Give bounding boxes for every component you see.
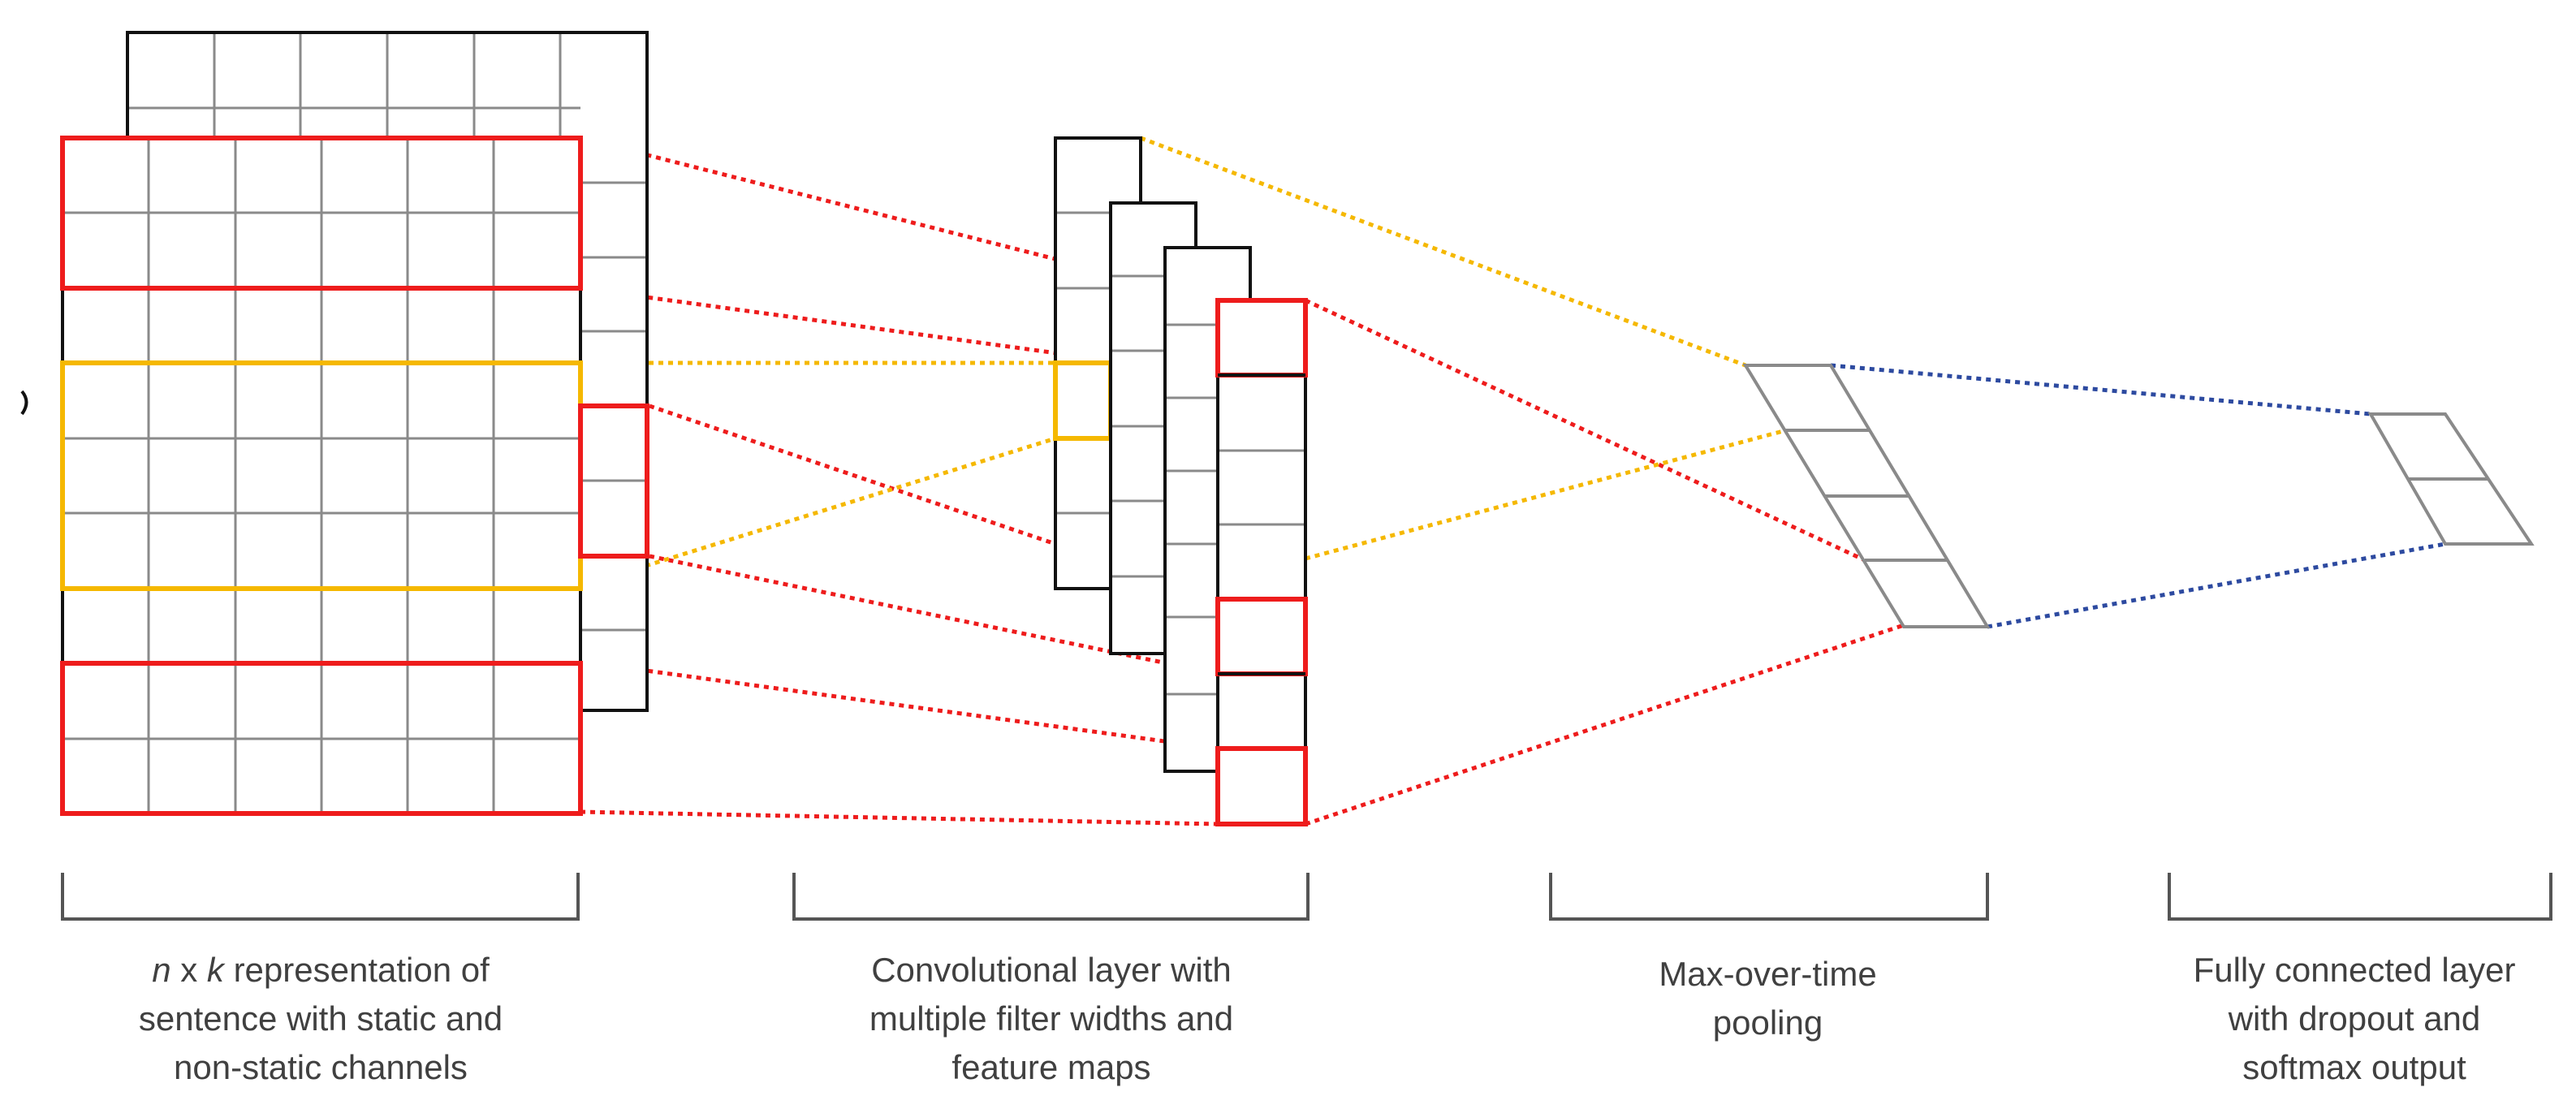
output-vector xyxy=(2367,412,2535,546)
red-filter-top xyxy=(60,136,583,291)
caption-conv: Convolutional layer with multiple filter… xyxy=(804,946,1299,1092)
bracket-pool xyxy=(1549,873,1989,921)
caption-conv-line-2: multiple filter widths and xyxy=(869,999,1234,1038)
bracket-input xyxy=(61,873,580,921)
connection-lines xyxy=(580,136,2446,826)
front-channel-grid xyxy=(61,136,582,815)
caption-pool-line-2: pooling xyxy=(1712,1003,1823,1042)
feature-map-4 xyxy=(1215,298,1308,826)
red-filter-back xyxy=(578,403,649,559)
red-filter-bottom xyxy=(60,661,583,816)
pooling-vector xyxy=(1742,364,1991,628)
caption-fc-line-3: softmax output xyxy=(2242,1048,2466,1086)
caption-conv-line-1: Convolutional layer with xyxy=(871,951,1232,989)
caption-conv-line-3: feature maps xyxy=(951,1048,1151,1086)
caption-input-line-3: non-static channels xyxy=(174,1048,468,1086)
red-link xyxy=(1305,623,1905,826)
bracket-conv xyxy=(792,873,1310,921)
yellow-link xyxy=(580,436,1056,589)
bracket-fc xyxy=(2168,873,2552,921)
caption-input: n x k representation of sentence with st… xyxy=(73,946,568,1092)
caption-fc-line-1: Fully connected layer xyxy=(2193,951,2516,989)
red-output-cell xyxy=(1215,746,1308,826)
input-matrix xyxy=(20,31,649,816)
conv-feature-maps xyxy=(1053,136,1308,826)
stage-brackets xyxy=(61,873,2552,921)
caption-fc: Fully connected layer with dropout and s… xyxy=(2135,946,2574,1092)
blue-link xyxy=(1987,542,2446,629)
caption-input-line-1: n x k representation of xyxy=(152,951,490,989)
yellow-link xyxy=(1305,428,1787,561)
caption-pool-line-1: Max-over-time xyxy=(1659,955,1877,993)
red-link xyxy=(1304,298,1866,563)
edge-mark xyxy=(20,390,28,416)
red-link xyxy=(580,809,1219,826)
yellow-link xyxy=(1140,136,1746,368)
blue-link xyxy=(1830,363,2371,416)
caption-input-line-2: sentence with static and xyxy=(138,999,503,1038)
red-link xyxy=(580,659,1219,751)
caption-fc-line-2: with dropout and xyxy=(2228,999,2481,1038)
caption-pool: Max-over-time pooling xyxy=(1547,950,1989,1047)
